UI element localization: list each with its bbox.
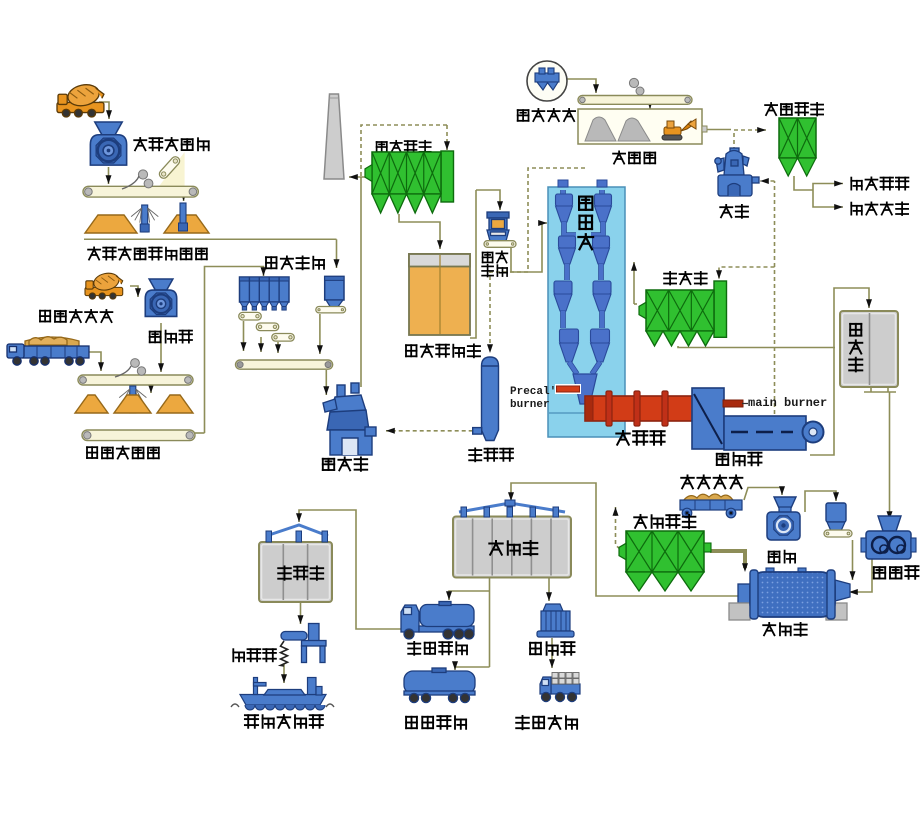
svg-text:burner: burner [510,399,550,411]
svg-text:Precal': Precal' [510,386,556,398]
svg-text:main burner: main burner [748,396,827,410]
